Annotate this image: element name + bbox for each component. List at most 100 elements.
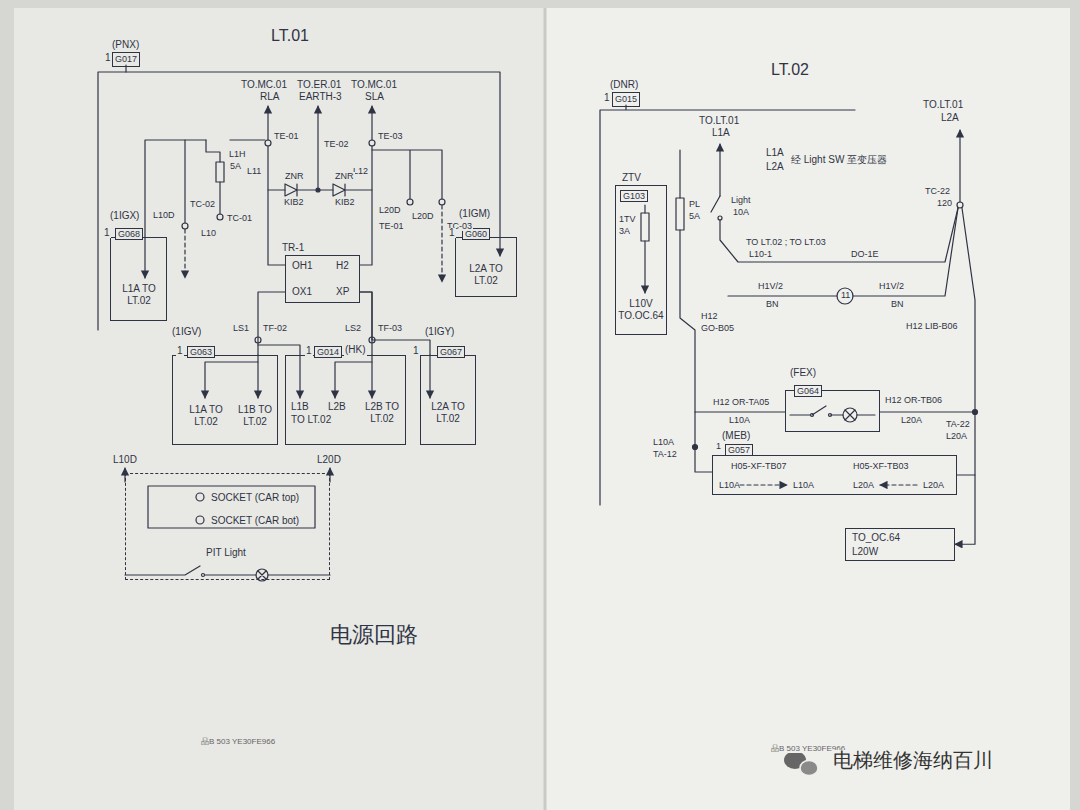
terminal-symbol <box>182 223 188 229</box>
socket-wiring <box>148 486 315 528</box>
wechat-icon <box>784 751 818 776</box>
dashed-wire <box>441 205 442 282</box>
wire-label: TA-22 <box>945 420 971 429</box>
wire-label: LS2 <box>344 324 362 333</box>
wire-label: Light <box>730 196 752 205</box>
wire-label: 5A <box>688 212 701 221</box>
wire-label: ZNR <box>284 172 305 181</box>
wire-label: TE-01 <box>378 222 405 231</box>
box-text: L2B TO LT.02 <box>361 401 403 424</box>
wire-label: L1A <box>711 128 731 138</box>
wire-label: L2A <box>940 113 960 123</box>
wire-label: L10D <box>112 455 138 465</box>
fuse-symbol <box>641 213 649 241</box>
box-text: (HK) <box>344 344 367 356</box>
box-text: OX1 <box>292 286 312 298</box>
box-text: SOCKET (CAR top) <box>211 492 299 504</box>
lamp-box: (FEX)G064 <box>785 390 880 432</box>
wire-label: 5A <box>229 162 242 171</box>
box-text: TR-1 <box>281 242 305 254</box>
box-text: L1A TO LT.02 <box>181 404 231 427</box>
wire-label: L11 <box>246 167 262 176</box>
wire-label: GO-B05 <box>700 324 735 333</box>
terminal-symbol <box>439 199 445 205</box>
wire-label: L20D <box>378 206 402 215</box>
box-text: G015 <box>615 94 637 104</box>
wire-label: TO.MC.01 <box>350 80 398 90</box>
box-text: L1B TO LT.02 <box>235 404 275 427</box>
fuse-symbol <box>676 198 684 230</box>
wire-label: TF-02 <box>262 324 288 333</box>
supply-wire <box>720 208 958 262</box>
wire-label: TE-01 <box>273 132 300 141</box>
box-text: L2B <box>328 401 346 413</box>
supply-wire <box>297 189 333 190</box>
terminal-symbol <box>957 202 963 208</box>
wire-label: TF-03 <box>377 324 403 333</box>
wire-label: TO.LT.01 <box>698 116 740 126</box>
outlet-group: SOCKET (CAR top)SOCKET (CAR bot)PIT Ligh… <box>125 473 330 580</box>
varistor-symbol <box>333 184 345 196</box>
box-text: L20W <box>852 546 878 558</box>
supply-wire <box>600 105 855 505</box>
socket-symbol <box>196 493 204 501</box>
wire-label: 1 <box>305 346 313 356</box>
wire-label: H12 LIB-B06 <box>905 322 959 331</box>
wire-label: TO.LT.01 <box>922 100 964 110</box>
box-text: G067 <box>437 346 465 358</box>
wire-label: TO.ER.01 <box>296 80 342 90</box>
wire-label: L10A <box>728 416 751 425</box>
wire-label: H1V/2 <box>878 282 905 291</box>
supply-wire <box>219 182 220 214</box>
wire-label: 经 Light SW 至变压器 <box>790 155 888 165</box>
box-text: ZTV <box>621 172 642 184</box>
wire-label: L20A <box>900 416 923 425</box>
terminal-symbol <box>369 140 375 146</box>
box-text: 3A <box>619 226 630 236</box>
terminal-box: (MEB)G057H05-XF-TB07L10AL10AH05-XF-TB03L… <box>712 455 957 495</box>
lamp-symbol <box>845 410 855 420</box>
supply-wire <box>790 414 810 415</box>
supply-wire <box>679 150 680 198</box>
wire-label: L2A <box>765 162 785 172</box>
supply-wire <box>125 65 126 72</box>
box-text: G057 <box>725 444 753 456</box>
wire-label: L20A <box>945 432 968 441</box>
switch-contact <box>202 574 205 577</box>
supply-wire <box>268 189 285 190</box>
wire-label: 11 <box>840 291 851 300</box>
wire-label: PL <box>688 200 701 209</box>
wire-label: L10-1 <box>748 250 773 259</box>
supply-wire <box>335 362 372 398</box>
wire-label: KIB2 <box>283 198 305 207</box>
wire-label: TC-22 <box>924 187 951 196</box>
box-text: XP <box>336 286 349 298</box>
terminal-box: (DNR)G015 <box>612 92 640 107</box>
box-text: (DNR) <box>609 79 639 91</box>
supply-wire <box>830 414 875 415</box>
wire-label: 1 <box>715 442 722 451</box>
box-text: L10A <box>793 480 814 490</box>
wire-label: L20D <box>411 212 435 221</box>
dashed-wire <box>184 229 185 278</box>
terminal-box: (1IGY)G067L2A TO LT.02 <box>420 355 476 445</box>
box-text: G063 <box>187 346 215 358</box>
supply-wire <box>267 106 268 140</box>
box-text: G068 <box>115 228 143 240</box>
terminal-box: (1IGX)G068L1A TO LT.02 <box>110 237 167 321</box>
supply-wire <box>644 205 645 213</box>
box-text: SOCKET (CAR bot) <box>211 515 299 527</box>
page-spine <box>544 8 547 810</box>
wire-label: 1 <box>448 228 456 238</box>
wire-label: TO LT.02 ; TO LT.03 <box>745 238 827 247</box>
wire-label: TE-03 <box>377 132 404 141</box>
wire-label: H12 OR-TB06 <box>884 396 943 405</box>
supply-wire <box>372 150 442 199</box>
wire-label: TC-02 <box>189 200 216 209</box>
supply-wire <box>230 139 265 140</box>
junction-dot <box>316 188 320 192</box>
terminal-box: TO_OC.64L20W <box>845 528 955 561</box>
switch-symbol <box>711 196 720 212</box>
